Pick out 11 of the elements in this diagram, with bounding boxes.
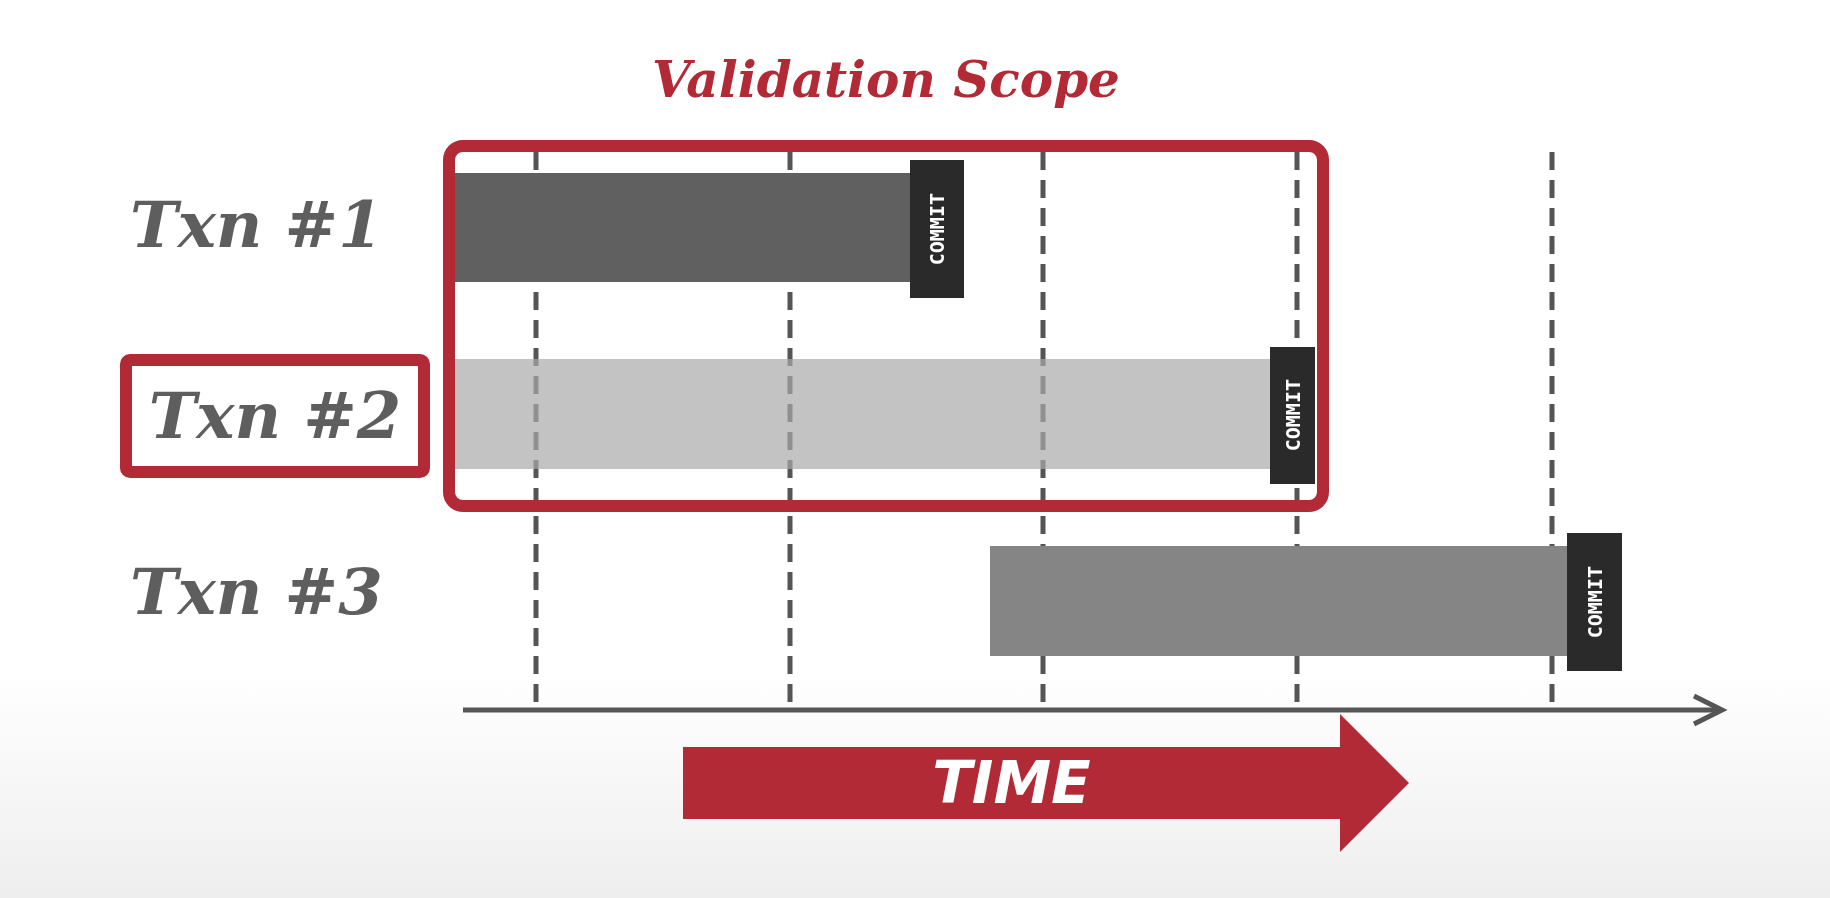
txn-label: Txn #1 (130, 193, 383, 257)
txn-label: Txn #3 (130, 560, 383, 624)
transaction-bar (455, 359, 1270, 469)
txn-label: Txn #2 (120, 354, 430, 478)
commit-tag: COMMIT (1270, 347, 1315, 484)
transaction-bar (990, 546, 1567, 656)
commit-tag: COMMIT (1567, 533, 1622, 671)
scope-title: Validation Scope (651, 50, 1121, 109)
commit-tag: COMMIT (910, 160, 964, 298)
transaction-bar (455, 173, 910, 282)
time-arrow: TIME (683, 714, 1409, 852)
